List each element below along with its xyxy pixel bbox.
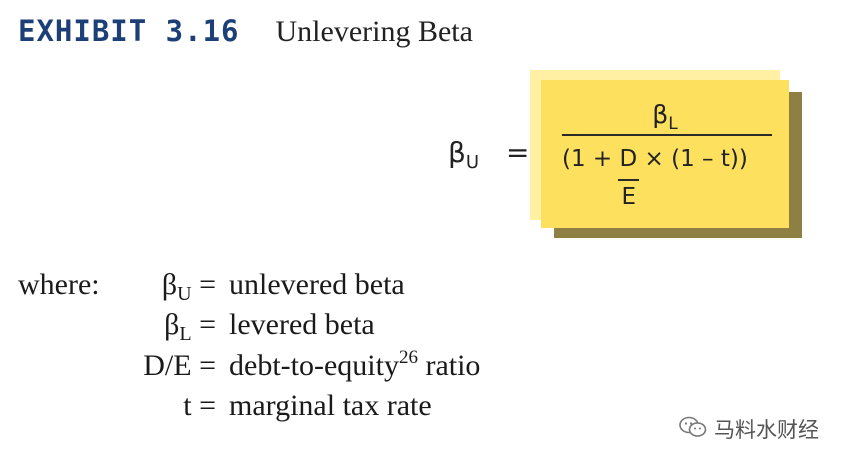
definition-symbol-beta-u: βU = (161, 268, 216, 305)
exhibit-title: Unlevering Beta (275, 15, 473, 48)
definition-symbol-beta-l: βL = (164, 308, 216, 345)
fraction-numerator: βL (541, 100, 789, 134)
lhs-beta-subscript: U (465, 152, 480, 173)
fraction-bar (562, 134, 772, 136)
numerator-beta-subscript: L (668, 114, 678, 134)
footnote-marker: 26 (398, 347, 418, 368)
inner-fraction-bar (617, 179, 640, 181)
formula-box (541, 80, 789, 228)
lhs-beta-symbol: β (448, 136, 466, 169)
debt-equity-fraction: D E (617, 146, 640, 210)
definition-text-levered: levered beta (229, 308, 375, 341)
numerator-beta-symbol: β (652, 100, 669, 129)
wechat-icon (678, 415, 714, 444)
debt-symbol: D (619, 146, 638, 172)
watermark-text: 马料水财经 (714, 418, 819, 442)
definition-text-unlevered: unlevered beta (229, 268, 405, 301)
fraction-denominator: (1 + D E × (1 – t)) (562, 146, 748, 210)
where-label: where: (18, 268, 100, 301)
definition-text-de: debt-to-equity26 ratio (229, 347, 481, 382)
denominator-rest: × (1 – t)) (644, 146, 748, 172)
definition-symbol-t: t = (183, 389, 216, 422)
exhibit-label: EXHIBIT 3.16 (18, 14, 240, 48)
equity-symbol: E (621, 184, 637, 210)
watermark: 马料水财经 (678, 414, 819, 444)
denominator-open: (1 + (562, 146, 613, 172)
definition-symbol-de: D/E = (143, 349, 216, 382)
definition-text-t: marginal tax rate (229, 389, 432, 422)
exhibit-header: EXHIBIT 3.16 Unlevering Beta (18, 14, 473, 49)
formula-lhs: βU = (448, 136, 530, 173)
lhs-equals: = (505, 136, 530, 169)
